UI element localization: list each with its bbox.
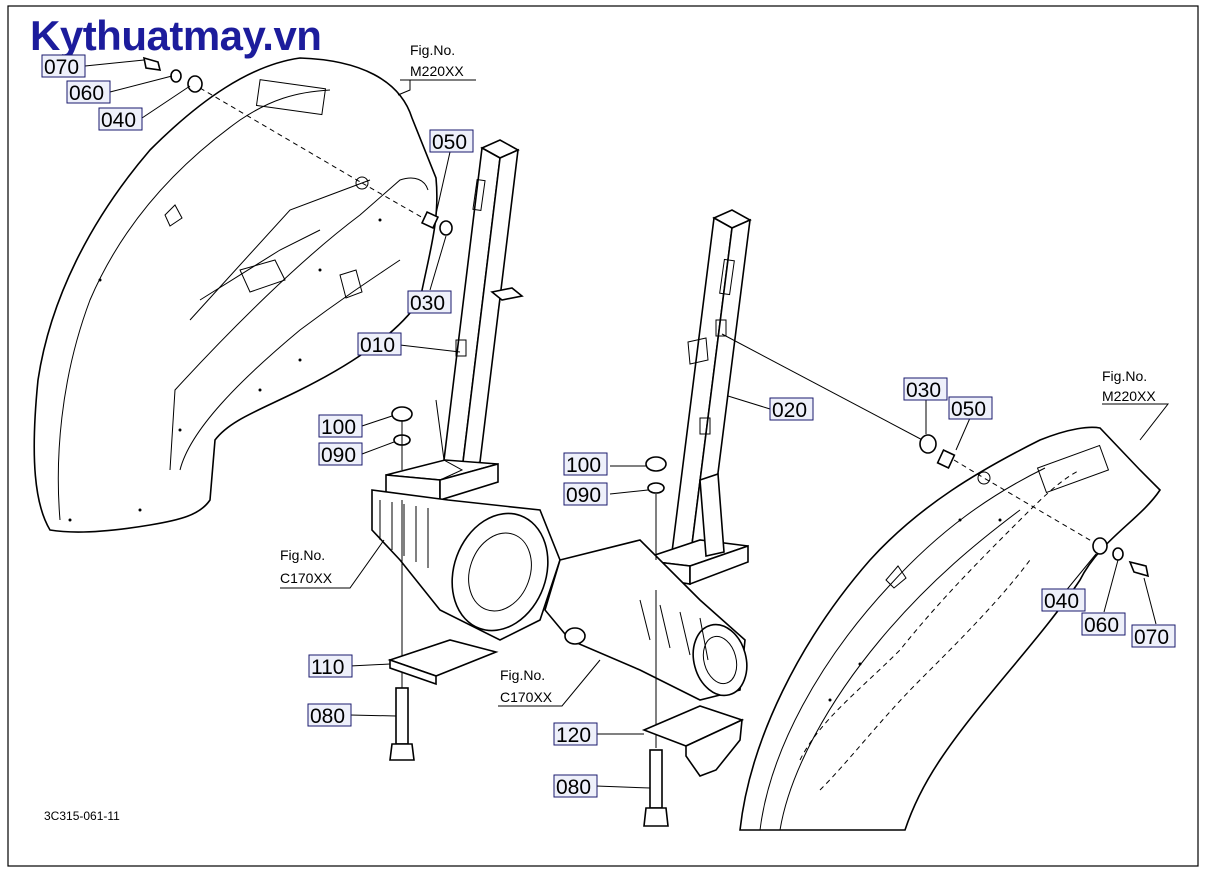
- svg-text:050: 050: [951, 398, 986, 421]
- svg-text:080: 080: [556, 776, 591, 799]
- leader-lines: [84, 59, 1170, 789]
- svg-text:Fig.No.: Fig.No.: [280, 547, 325, 563]
- svg-text:090: 090: [321, 444, 356, 467]
- svg-text:090: 090: [566, 484, 601, 507]
- svg-text:070: 070: [1134, 626, 1169, 649]
- part-label-020[interactable]: 020: [769, 397, 814, 422]
- svg-text:030: 030: [410, 292, 445, 315]
- svg-text:060: 060: [69, 82, 104, 105]
- part-label-050-right[interactable]: 050: [948, 396, 993, 421]
- svg-text:070: 070: [44, 56, 79, 79]
- svg-text:110: 110: [311, 656, 344, 679]
- svg-text:030: 030: [906, 379, 941, 402]
- part-label-090-right[interactable]: 090: [563, 482, 608, 507]
- part-label-070-left[interactable]: 070: [41, 54, 86, 79]
- right-axle-housing: [544, 539, 748, 701]
- svg-text:Fig.No.: Fig.No.: [500, 667, 545, 683]
- svg-text:120: 120: [556, 724, 591, 747]
- svg-text:M220XX: M220XX: [1102, 388, 1156, 404]
- right-fender-hardware: [721, 333, 1150, 578]
- part-label-050-left[interactable]: 050: [429, 129, 474, 154]
- right-fender: [739, 426, 1162, 831]
- part-label-010[interactable]: 010: [357, 332, 402, 357]
- svg-text:020: 020: [772, 399, 807, 422]
- diagram-border: [7, 5, 1199, 867]
- part-label-120[interactable]: 120: [553, 722, 598, 747]
- svg-text:100: 100: [321, 416, 356, 439]
- part-label-030-left[interactable]: 030: [407, 290, 452, 315]
- svg-text:050: 050: [432, 131, 467, 154]
- svg-text:C170XX: C170XX: [280, 570, 333, 586]
- svg-text:M220XX: M220XX: [410, 63, 464, 79]
- watermark: Kythuatmay.vn: [30, 12, 321, 59]
- part-label-040-right[interactable]: 040: [1041, 588, 1086, 613]
- svg-text:Fig.No.: Fig.No.: [1102, 368, 1147, 384]
- left-bolt-stack: [387, 406, 499, 761]
- part-label-090-left[interactable]: 090: [318, 442, 363, 467]
- part-label-070-right[interactable]: 070: [1131, 624, 1176, 649]
- svg-text:040: 040: [101, 109, 136, 132]
- part-label-030-right[interactable]: 030: [903, 377, 948, 402]
- fig-ref-fender-left: Fig.No. M220XX: [408, 42, 476, 81]
- svg-text:060: 060: [1084, 614, 1119, 637]
- part-label-060-right[interactable]: 060: [1081, 612, 1126, 637]
- part-label-100-left[interactable]: 100: [318, 414, 363, 439]
- left-fender-hardware: [142, 56, 453, 236]
- fig-ref-axle-right: Fig.No. C170XX: [500, 667, 553, 705]
- svg-text:080: 080: [310, 705, 345, 728]
- svg-text:C170XX: C170XX: [500, 689, 553, 705]
- svg-text:040: 040: [1044, 590, 1079, 613]
- part-label-080-right[interactable]: 080: [553, 774, 598, 799]
- right-bolt-stack: [641, 456, 745, 827]
- drawing-code: 3C315-061-11: [44, 809, 120, 823]
- part-label-040-left[interactable]: 040: [98, 107, 143, 132]
- part-label-080-left[interactable]: 080: [307, 703, 352, 728]
- part-label-060-left[interactable]: 060: [66, 80, 111, 105]
- fig-ref-axle-left: Fig.No. C170XX: [280, 547, 333, 586]
- part-label-110[interactable]: 110: [308, 654, 353, 679]
- fig-ref-fender-right: Fig.No. M220XX: [1102, 368, 1156, 404]
- svg-text:100: 100: [566, 454, 601, 477]
- svg-text:010: 010: [360, 334, 395, 357]
- part-label-100-right[interactable]: 100: [563, 452, 608, 477]
- svg-text:Fig.No.: Fig.No.: [410, 42, 455, 58]
- left-axle-housing: [371, 489, 561, 641]
- left-stand: [385, 139, 524, 502]
- left-fender: [33, 57, 438, 533]
